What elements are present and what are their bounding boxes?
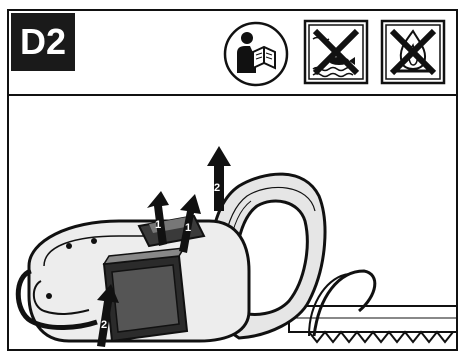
read-manual-icon (223, 21, 289, 87)
trimmer-blade (289, 306, 456, 342)
battery-pack (104, 248, 187, 341)
arrow-label: 1 (155, 219, 161, 231)
panel-header: D2 (9, 11, 456, 96)
instruction-panel: D2 (7, 9, 458, 351)
no-fire-icon (380, 19, 446, 85)
no-water-icon (303, 19, 369, 85)
hedge-trimmer-illustration: 1 1 2 2 (9, 96, 456, 349)
arrow-label: 2 (101, 319, 107, 331)
step-label: D2 (11, 13, 75, 71)
arrow-label: 1 (185, 222, 191, 234)
arrow-label: 2 (214, 182, 220, 194)
